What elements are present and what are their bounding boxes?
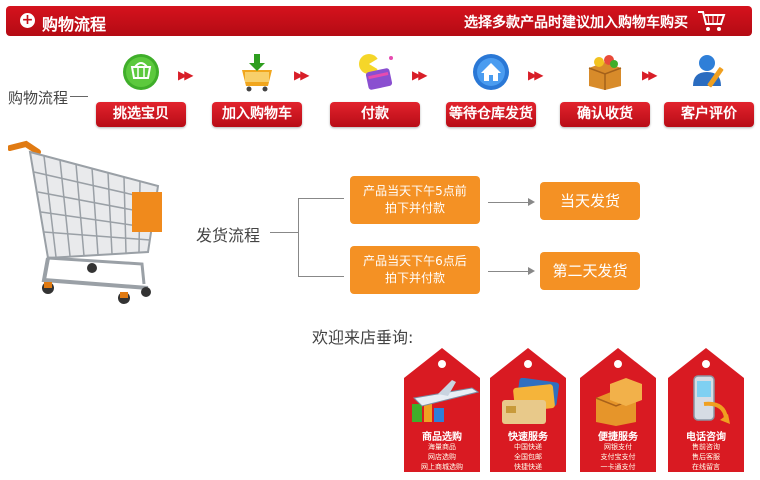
home-icon bbox=[473, 54, 509, 90]
step-arrow-icon: ▶▶ bbox=[642, 68, 658, 82]
plus-circle-icon: + bbox=[20, 12, 35, 28]
step-button[interactable]: 付款 bbox=[330, 102, 420, 127]
step-button[interactable]: 确认收货 bbox=[560, 102, 650, 127]
tag-line: 支付宝支付 bbox=[600, 453, 636, 461]
shipping-result-box: 第二天发货 bbox=[540, 252, 640, 290]
step-button[interactable]: 等待仓库发货 bbox=[446, 102, 536, 127]
step-review[interactable]: 客户评价 bbox=[664, 52, 754, 128]
connector-line bbox=[298, 198, 344, 199]
payment-icon bbox=[359, 54, 393, 90]
tag-title: 商品选购 bbox=[422, 432, 462, 443]
boxes-icon bbox=[595, 378, 642, 426]
welcome-text: 欢迎来店垂询: bbox=[312, 328, 414, 347]
step-button[interactable]: 客户评价 bbox=[664, 102, 754, 127]
flow-connector bbox=[70, 96, 88, 97]
condition-line: 拍下并付款 bbox=[384, 271, 445, 285]
step-arrow-icon: ▶▶ bbox=[294, 68, 310, 82]
condition-line: 拍下并付款 bbox=[384, 201, 445, 215]
step-wait-shipping[interactable]: 等待仓库发货 bbox=[446, 52, 536, 128]
tag-line: 网上商城选购 bbox=[421, 463, 463, 471]
package-box-icon bbox=[588, 55, 622, 90]
step-pay[interactable]: 付款 bbox=[330, 52, 420, 128]
step-arrow-icon: ▶▶ bbox=[178, 68, 194, 82]
tag-title: 快速服务 bbox=[508, 432, 548, 443]
step-button[interactable]: 挑选宝贝 bbox=[96, 102, 186, 127]
step-arrow-icon: ▶▶ bbox=[412, 68, 428, 82]
connector-line bbox=[488, 271, 532, 272]
connector-line bbox=[298, 276, 344, 277]
step-confirm-receipt[interactable]: 确认收货 bbox=[560, 52, 650, 128]
step-arrow-icon: ▶▶ bbox=[528, 68, 544, 82]
cart-icon bbox=[698, 11, 726, 31]
arrow-head-icon bbox=[528, 198, 535, 206]
airplane-icon bbox=[412, 380, 480, 422]
step-button[interactable]: 加入购物车 bbox=[212, 102, 302, 127]
bank-card-icon bbox=[502, 378, 560, 424]
tag-line: 海量商品 bbox=[428, 443, 456, 451]
tag-line: 在线留言 bbox=[692, 463, 720, 471]
step-select[interactable]: 挑选宝贝 bbox=[96, 52, 186, 128]
tag-line: 中国快递 bbox=[514, 443, 542, 451]
tag-line: 网店选购 bbox=[428, 453, 456, 461]
shopping-flow-label: 购物流程 bbox=[8, 89, 69, 107]
connector-line bbox=[270, 232, 298, 233]
tag-line: 网银支付 bbox=[604, 443, 632, 451]
tag-title: 便捷服务 bbox=[598, 432, 638, 443]
connector-line bbox=[488, 202, 532, 203]
arrow-head-icon bbox=[528, 267, 535, 275]
condition-line: 产品当天下午6点后 bbox=[363, 254, 467, 268]
service-tag-phone[interactable]: 电话咨询 售前咨询 售后客服 在线留言 bbox=[666, 346, 746, 474]
shipping-condition-box: 产品当天下午5点前 拍下并付款 bbox=[350, 176, 480, 224]
user-review-icon bbox=[693, 55, 724, 88]
service-tag-fast[interactable]: 快速服务 中国快递 全国包邮 快捷快递 bbox=[488, 346, 568, 474]
green-basket-icon bbox=[123, 54, 159, 90]
cart-download-icon bbox=[242, 54, 272, 92]
tag-title: 电话咨询 bbox=[686, 432, 726, 443]
tag-line: 一卡通支付 bbox=[600, 463, 636, 471]
shipping-condition-box: 产品当天下午6点后 拍下并付款 bbox=[350, 246, 480, 294]
tag-line: 全国包邮 bbox=[514, 453, 542, 461]
step-add-cart[interactable]: 加入购物车 bbox=[212, 52, 302, 128]
shipping-flow-label: 发货流程 bbox=[196, 226, 261, 245]
tag-line: 售前咨询 bbox=[692, 443, 720, 451]
shipping-result-box: 当天发货 bbox=[540, 182, 640, 220]
tag-line: 售后客服 bbox=[692, 453, 720, 461]
service-tag-convenient[interactable]: 便捷服务 网银支付 支付宝支付 一卡通支付 bbox=[578, 346, 658, 474]
connector-line bbox=[298, 198, 299, 276]
tag-line: 快捷快递 bbox=[514, 463, 542, 471]
service-tag-shopping[interactable]: 商品选购 海量商品 网店选购 网上商城选购 bbox=[402, 346, 482, 474]
page-title: 购物流程 bbox=[42, 15, 107, 34]
header-hint: 选择多款产品时建议加入购物车购买 bbox=[464, 15, 688, 31]
header-bar: + 购物流程 选择多款产品时建议加入购物车购买 bbox=[6, 6, 752, 36]
shopping-cart-illustration bbox=[8, 140, 162, 304]
condition-line: 产品当天下午5点前 bbox=[363, 184, 467, 198]
mobile-phone-icon bbox=[693, 375, 730, 424]
